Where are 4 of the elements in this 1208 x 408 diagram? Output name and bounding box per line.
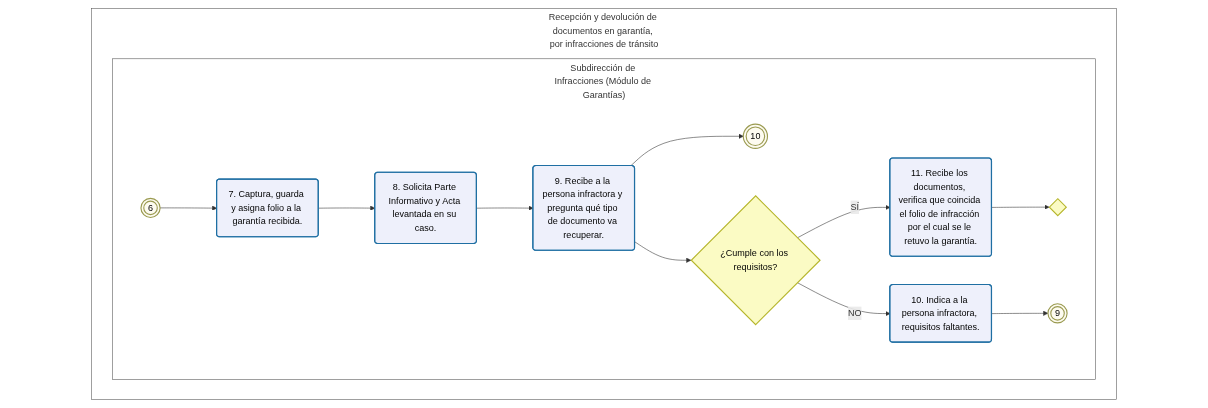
node-diamond: ¿Cumple con los requisitos? (690, 195, 821, 326)
node-diamond (1048, 197, 1068, 217)
edge-label: NO (847, 308, 862, 318)
edge-label: SÍ (850, 202, 860, 212)
